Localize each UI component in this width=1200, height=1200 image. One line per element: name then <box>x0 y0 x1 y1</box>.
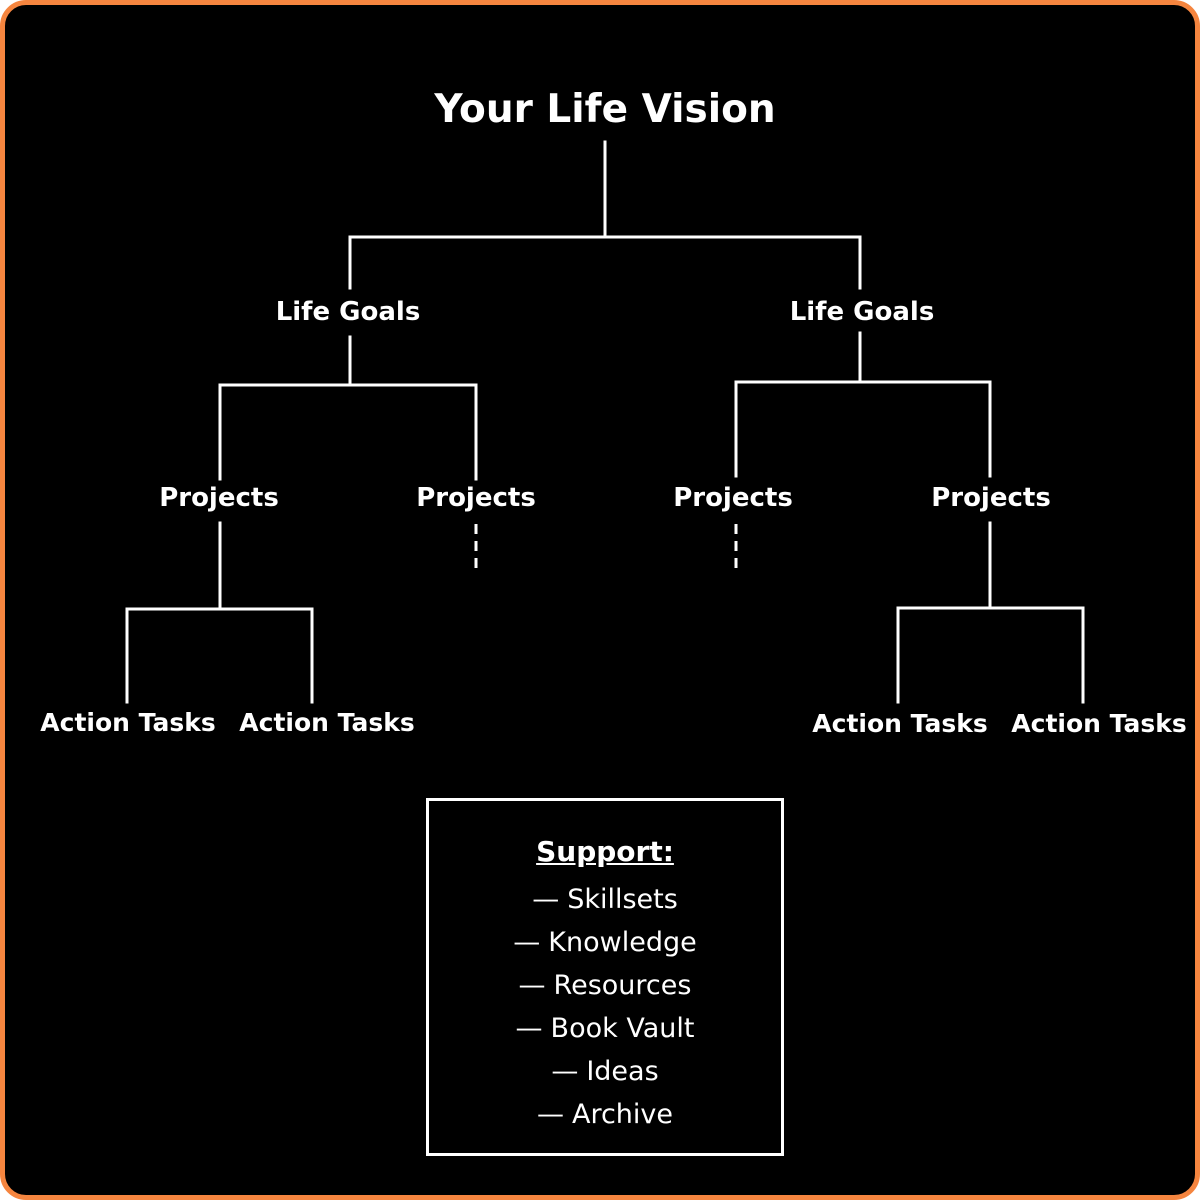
support-item: —Archive <box>429 1093 781 1136</box>
project-node-1-2: Projects <box>416 483 536 513</box>
goal-node-1: Life Goals <box>275 297 421 327</box>
task-node-1-1-1: Action Tasks <box>40 708 216 737</box>
task-node-2-2-1: Action Tasks <box>812 709 988 738</box>
project-node-1-1: Projects <box>159 483 279 513</box>
support-title: Support: <box>536 835 674 868</box>
connector-project-1-1-tasks <box>125 521 314 704</box>
dash-glyph: — <box>536 1099 564 1130</box>
task-node-1-1-2: Action Tasks <box>239 708 415 737</box>
dash-glyph: — <box>532 884 560 915</box>
dash-glyph: — <box>518 970 546 1001</box>
support-item: —Knowledge <box>429 921 781 964</box>
dash-glyph: — <box>551 1056 579 1087</box>
connector-goal-2-projects <box>734 331 992 478</box>
support-item: —Ideas <box>429 1050 781 1093</box>
support-item-label: Knowledge <box>548 927 697 958</box>
task-node-2-2-2: Action Tasks <box>1011 709 1187 738</box>
connector-goal-1-projects <box>218 335 478 481</box>
goal-node-2: Life Goals <box>789 297 935 327</box>
support-item-label: Book Vault <box>550 1013 695 1044</box>
support-item-label: Ideas <box>586 1056 659 1087</box>
connector-root-goals <box>348 140 862 290</box>
dash-glyph: — <box>513 927 541 958</box>
support-item: —Book Vault <box>429 1007 781 1050</box>
support-item-label: Archive <box>571 1099 674 1130</box>
support-item-label: Resources <box>553 970 692 1001</box>
hierarchy-connectors <box>125 140 1085 704</box>
project-node-2-2: Projects <box>931 483 1051 513</box>
support-item: —Skillsets <box>429 878 781 921</box>
support-list: —Skillsets —Knowledge —Resources —Book V… <box>429 878 781 1136</box>
support-item-label: Skillsets <box>567 884 678 915</box>
dash-glyph: — <box>515 1013 543 1044</box>
root-node-life-vision: Your Life Vision <box>434 87 776 132</box>
support-box: Support: —Skillsets —Knowledge —Resource… <box>426 798 784 1156</box>
project-node-2-1: Projects <box>673 483 793 513</box>
connector-project-2-2-tasks <box>896 521 1085 704</box>
support-item: —Resources <box>429 964 781 1007</box>
